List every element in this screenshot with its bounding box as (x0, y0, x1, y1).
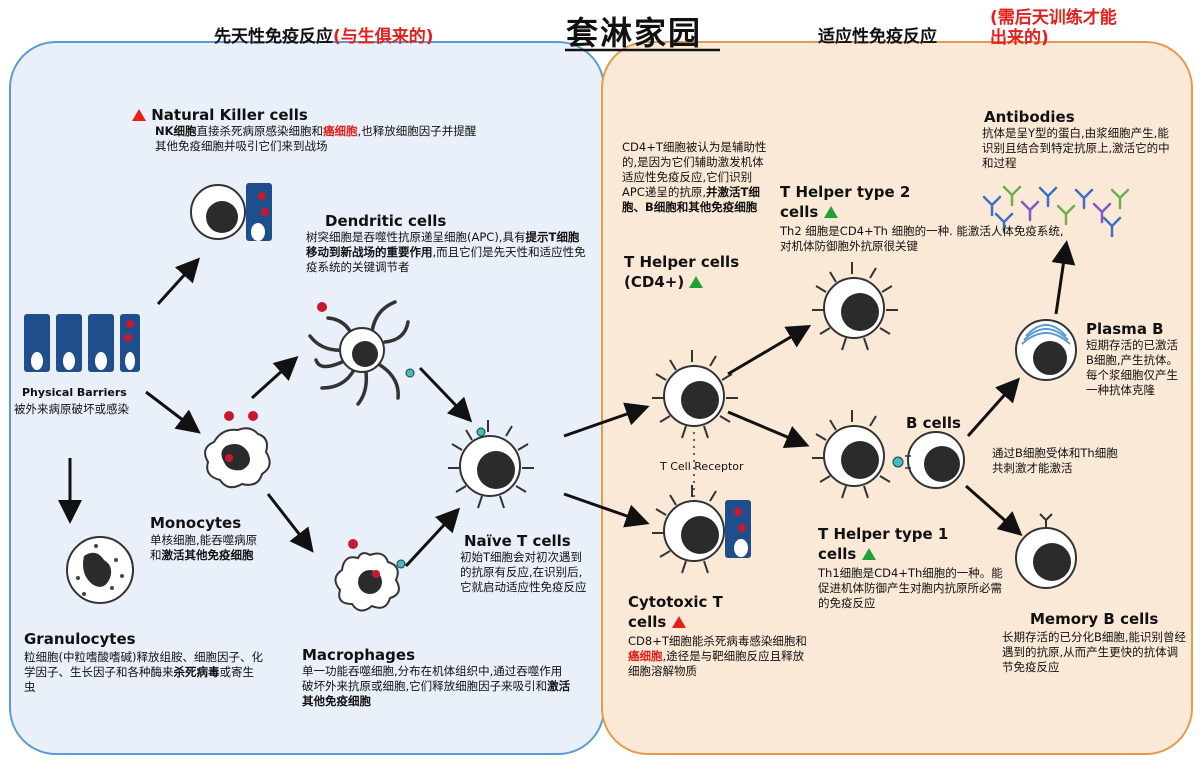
monocytes-desc-2: 激活其他免疫细胞 (161, 548, 254, 562)
dendritic-desc: 树突细胞是吞噬性抗原递呈细胞(APC),具有提示T细胞移动到新战场的重要作用,而… (306, 230, 588, 275)
cytotoxic-t-cell-icon (652, 485, 725, 574)
naive-t-cell-icon (448, 420, 534, 509)
th-title: T Helper cells (CD4+) (624, 252, 739, 292)
nk-title: Natural Killer cells (132, 106, 308, 124)
granulocytes-desc-1: 粒细胞(中粒嗜酸嗜碱)释放组胺、细胞因子、化学因子、生长因子和各种酶来 (24, 650, 263, 679)
antigen-icon (317, 302, 327, 312)
cytotoxic-desc-3: ,途径是与靶细胞反应且释放细胞溶解物质 (628, 649, 805, 678)
adaptive-heading: 适应性免疫反应 (818, 27, 937, 47)
cytotoxic-title: Cytotoxic T cells (628, 592, 723, 632)
th1-title: T Helper type 1 cells (818, 524, 948, 564)
dendritic-desc-3: ,而且它们是先天性和适应性免疫系统的关键调节者 (306, 245, 586, 274)
nk-title-text: Natural Killer cells (151, 106, 308, 124)
cd4-note-2: 并激活T细胞、B细胞和其他免疫细胞 (622, 185, 760, 214)
monocyte-icon (204, 411, 271, 489)
memory-title: Memory B cells (1030, 610, 1159, 628)
memory-desc: 长期存活的已分化B细胞,能识别曾经遇到的抗原,从而产生更快的抗体调节免疫反应 (1002, 630, 1187, 674)
innate-heading-text: 先天性免疫反应 (214, 27, 333, 47)
cd4-note: CD4+T细胞被认为是辅助性的,是因为它们辅助激发机体适应性免疫反应,它们识别A… (622, 140, 774, 215)
cytotoxic-desc: CD8+T细胞能杀死病毒感染细胞和癌细胞,途径是与靶细胞反应且释放细胞溶解物质 (628, 634, 808, 679)
cytotoxic-title-2: cells (628, 613, 667, 631)
cd4-note-1: CD4+T细胞被认为是辅助性的,是因为它们辅助激发机体适应性免疫反应,它们识别A… (622, 140, 767, 199)
watermark: 套淋家园 (566, 14, 703, 52)
memory-b-cell-icon (1015, 513, 1077, 589)
nk-desc-1: NK细胞 (155, 124, 197, 138)
physical-barriers-title: Physical Barriers (22, 386, 127, 399)
granulocytes-title: Granulocytes (24, 630, 136, 648)
innate-heading: 先天性免疫反应(与生俱来的) (214, 22, 434, 47)
physical-barriers-icon (24, 314, 140, 372)
cytotoxic-desc-2: 癌细胞 (628, 649, 663, 663)
dendritic-desc-2: 提示T细胞移动到新战场的重要作用 (306, 230, 580, 259)
macrophages-title: Macrophages (302, 646, 416, 664)
antibodies-title: Antibodies (984, 108, 1075, 126)
physical-barriers-desc: 被外来病原破坏或感染 (14, 402, 129, 416)
antigen-receptor-icon (405, 368, 415, 378)
th2-cell-icon (812, 262, 898, 351)
nk-cell-icon (190, 183, 272, 241)
adaptive-heading-note: (需后天训练才能出来的) (990, 8, 1117, 48)
innate-heading-note: (与生俱来的) (333, 27, 434, 47)
t-helper-cell-icon (652, 350, 738, 439)
nk-desc-4: ,也释放细胞因子并提醒其他免疫细胞并吸引它们来到战场 (155, 124, 477, 153)
granulocytes-desc-3: 或寄生虫 (24, 665, 254, 694)
th1-desc: Th1细胞是CD4+Th细胞的一种。能促进机体防御产生对胞内抗原所必需的免疫反应 (818, 566, 1003, 610)
nk-desc-2: 直接杀死病原感染细胞和 (196, 124, 324, 138)
target-cell-icon (725, 500, 751, 558)
th1-title-1: T Helper type 1 (818, 525, 949, 543)
th2-title: T Helper type 2 cells (780, 182, 910, 222)
th1-title-2: cells (818, 545, 857, 563)
nk-desc-3: 癌细胞 (323, 124, 358, 138)
bcells-desc: 通过B细胞受体和Th细胞共刺激才能激活 (992, 446, 1118, 475)
green-triangle-icon (689, 276, 704, 288)
th-title-2: (CD4+) (624, 273, 685, 291)
green-triangle-icon (823, 206, 838, 218)
monocytes-desc-1: 单核细胞,能吞噬病原和 (150, 533, 258, 562)
th-title-1: T Helper cells (624, 253, 740, 271)
dendritic-desc-1: 树突细胞是吞噬性抗原递呈细胞(APC),具有 (306, 230, 526, 244)
green-triangle-icon (861, 548, 876, 560)
plasma-b-cell-icon (1015, 319, 1077, 381)
tcr-label: T Cell Receptor (660, 460, 744, 473)
macrophages-desc: 单一功能吞噬细胞,分布在机体组织中,通过吞噬作用破坏外来抗原或细胞,它们释放细胞… (302, 664, 572, 709)
granulocytes-desc-2: 杀死病毒 (173, 665, 220, 679)
granulocyte-icon (66, 536, 134, 604)
tcr-icon (476, 427, 486, 437)
cytotoxic-title-1: Cytotoxic T (628, 593, 723, 611)
monocytes-desc: 单核细胞,能吞噬病原和激活其他免疫细胞 (150, 533, 268, 563)
th2-title-2: cells (780, 203, 819, 221)
bcells-title: B cells (906, 414, 961, 432)
cytotoxic-desc-1: CD8+T细胞能杀死病毒感染细胞和 (628, 634, 807, 648)
naive-title: Naïve T cells (464, 532, 571, 550)
red-triangle-icon (671, 616, 686, 628)
th2-title-1: T Helper type 2 (780, 183, 911, 201)
dendritic-cell-icon (308, 300, 410, 406)
monocytes-title: Monocytes (150, 514, 242, 532)
plasma-desc: 短期存活的已激活B细胞,产生抗体。每个浆细胞仅产生一种抗体克隆 (1086, 338, 1179, 397)
arrows (58, 240, 1076, 568)
th2-desc: Th2 细胞是CD4+Th 细胞的一种. 能激活人体免疫系统,对机体防御胞外抗原… (780, 224, 1064, 253)
macrophages-desc-1: 单一功能吞噬细胞,分布在机体组织中,通过吞噬作用破坏外来抗原或细胞,它们释放细胞… (302, 664, 563, 693)
th1-cell-icon (812, 410, 891, 499)
granulocytes-desc: 粒细胞(中粒嗜酸嗜碱)释放组胺、细胞因子、化学因子、生长因子和各种酶来杀死病毒或… (24, 650, 264, 695)
antibodies-desc: 抗体是呈Y型的蛋白,由浆细胞产生,能识别且结合到特定抗原上,激活它的中和过程 (982, 126, 1170, 170)
red-triangle-icon (132, 109, 146, 121)
b-cell-icon (905, 431, 965, 489)
dendritic-title: Dendritic cells (325, 212, 447, 230)
nk-desc: NK细胞直接杀死病原感染细胞和癌细胞,也释放细胞因子并提醒其他免疫细胞并吸引它们… (155, 124, 485, 154)
bcr-icon (892, 456, 904, 468)
macrophages-desc-2: 激活其他免疫细胞 (302, 679, 571, 708)
plasma-title: Plasma B (1086, 320, 1164, 338)
naive-desc: 初始T细胞会对初次遇到的抗原有反应,在识别后,它就启动适应性免疫反应 (460, 550, 587, 594)
macrophage-icon (334, 539, 406, 612)
antibodies-icon (982, 185, 1130, 238)
